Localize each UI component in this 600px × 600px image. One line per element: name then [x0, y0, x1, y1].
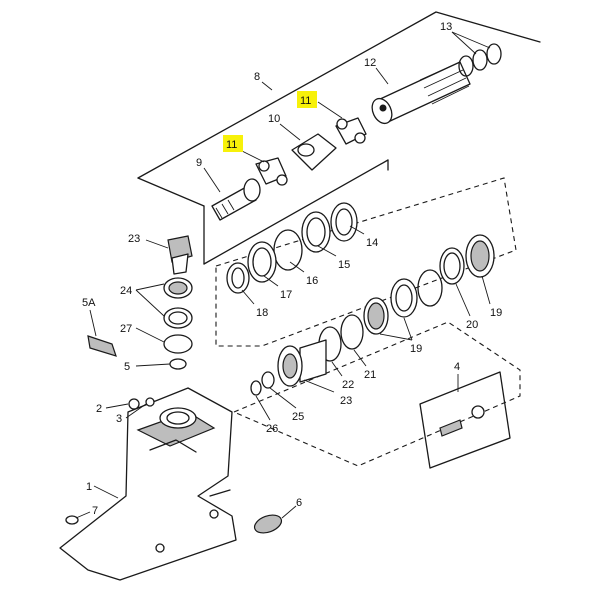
o-ring-set	[458, 43, 502, 77]
anode-6	[253, 514, 283, 534]
drive-shaft-group-outline	[137, 11, 541, 265]
callout-26: 26	[266, 423, 278, 435]
callout-23-lower: 23	[340, 395, 352, 407]
callout-21: 21	[364, 369, 376, 381]
bolt-2	[128, 398, 140, 410]
pinion-gear-23-upper	[167, 235, 193, 275]
callout-14: 14	[366, 237, 378, 249]
callout-16: 16	[306, 275, 318, 287]
o-ring-27	[163, 334, 193, 354]
pinion-gear-23	[277, 339, 327, 387]
drive-shaft-upper	[371, 61, 471, 125]
gearcase-group-outline	[233, 321, 521, 467]
callout-9: 9	[196, 157, 202, 169]
bearing-group-outline	[215, 177, 517, 347]
bearing-19-left	[363, 297, 389, 335]
callout-10: 10	[268, 113, 280, 125]
callout-5a: 5A	[82, 297, 96, 309]
callout-1: 1	[86, 481, 92, 493]
callout-3: 3	[116, 413, 122, 425]
shim-5	[169, 358, 187, 370]
callout-13: 13	[440, 21, 452, 33]
callout-6: 6	[296, 497, 302, 509]
leader-lines	[75, 31, 491, 519]
bearing-cup-17	[247, 241, 277, 283]
callout-24: 24	[120, 285, 132, 297]
callout-17: 17	[280, 289, 292, 301]
o-ring-16	[273, 229, 303, 271]
callout-15: 15	[338, 259, 350, 271]
race-20	[439, 247, 465, 285]
washer-3	[145, 397, 155, 407]
callout-18: 18	[256, 307, 268, 319]
callout-7: 7	[92, 505, 98, 517]
parts-kit-4	[419, 371, 511, 469]
callout-11-left: 11	[226, 139, 237, 151]
callout-25: 25	[292, 411, 304, 423]
plug-7	[65, 515, 79, 525]
bearing-24-upper	[163, 277, 193, 299]
bearing-cup-24-lower	[163, 307, 193, 329]
callout-20: 20	[466, 319, 478, 331]
highlight-11-left	[223, 135, 243, 152]
callout-2: 2	[96, 403, 102, 415]
drive-shaft-lower	[211, 178, 261, 221]
u-joint-assembly	[255, 117, 367, 186]
shim-18	[226, 262, 250, 294]
callout-19-right: 19	[490, 307, 502, 319]
callout-27: 27	[120, 323, 132, 335]
callout-22: 22	[342, 379, 354, 391]
callout-19-left: 19	[410, 343, 422, 355]
nut-26	[250, 380, 262, 396]
callout-5: 5	[124, 361, 130, 373]
washer-25	[261, 371, 275, 389]
gear-housing-1	[59, 387, 237, 581]
callout-8: 8	[254, 71, 260, 83]
bearing-15	[301, 211, 331, 253]
spacer-5a	[87, 335, 117, 357]
bearing-19-right	[465, 234, 495, 278]
highlight-11-right	[297, 91, 317, 108]
bearing-cup-19	[390, 278, 418, 318]
callout-12: 12	[364, 57, 376, 69]
callout-11-right: 11	[300, 95, 311, 107]
o-ring-20	[417, 269, 443, 307]
callout-4: 4	[454, 361, 460, 373]
bearing-race-14	[330, 202, 358, 242]
o-ring-21	[340, 314, 364, 350]
callout-23-upper: 23	[128, 233, 140, 245]
